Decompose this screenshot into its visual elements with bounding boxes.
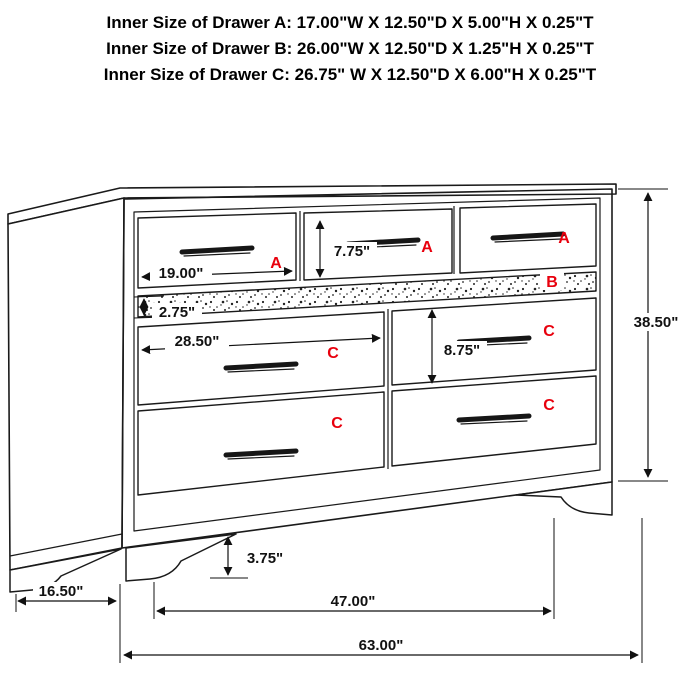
side-base-molding-line bbox=[9, 533, 123, 557]
dim-drawer-b-height: 2.75" bbox=[133, 295, 202, 321]
drawer-b-front bbox=[137, 271, 597, 318]
spec-line-drawer-c: Inner Size of Drawer C: 26.75" W X 12.50… bbox=[103, 65, 597, 84]
dim-leg-height: 3.75" bbox=[210, 536, 290, 579]
drawer-a3-label: A bbox=[558, 230, 570, 247]
drawer-c-bottom-right-label: C bbox=[543, 397, 555, 414]
spec-line-drawer-b: Inner Size of Drawer B: 26.00"W X 12.50"… bbox=[106, 39, 594, 58]
front-left-foot bbox=[125, 533, 237, 582]
drawer-a1-handle bbox=[179, 245, 255, 257]
spec-text-block: Inner Size of Drawer A: 17.00"W X 12.50"… bbox=[0, 10, 700, 88]
dresser-side-panel bbox=[7, 197, 125, 571]
drawer-a3-handle bbox=[490, 231, 566, 243]
drawer-c-bottom-left-handle bbox=[223, 448, 299, 460]
drawer-a2: A bbox=[303, 208, 453, 281]
dim-drawer-a-width: 19.00" bbox=[141, 264, 293, 282]
drawer-a3: A bbox=[459, 203, 597, 274]
dim-side-depth-label: 16.50" bbox=[39, 583, 84, 600]
dim-drawer-c-width-label: 28.50" bbox=[175, 333, 220, 350]
dim-side-depth: 16.50" bbox=[15, 582, 117, 612]
dim-drawer-span-width: 47.00" bbox=[153, 518, 555, 619]
drawer-c-top-right-label: C bbox=[543, 323, 555, 340]
drawer-c-bottom-left-label: C bbox=[331, 415, 343, 432]
dim-drawer-c-width: 28.50" bbox=[141, 332, 381, 355]
dim-drawer-a-height: 7.75" bbox=[315, 220, 377, 278]
drawer-a2-label: A bbox=[421, 239, 433, 256]
front-right-foot bbox=[515, 481, 613, 516]
drawer-c-top-left: C bbox=[137, 311, 385, 406]
dim-drawer-a-height-label: 7.75" bbox=[334, 243, 370, 260]
spec-line-drawer-a: Inner Size of Drawer A: 17.00"W X 12.50"… bbox=[106, 13, 594, 32]
drawer-c-bottom-right: C bbox=[391, 375, 597, 467]
dim-overall-height-label: 38.50" bbox=[634, 314, 679, 331]
drawer-b-label: B bbox=[546, 274, 558, 291]
drawer-b-label-bg bbox=[540, 272, 564, 290]
drawer-c-bottom-left-front bbox=[137, 391, 385, 496]
drawer-c-top-left-label: C bbox=[327, 345, 339, 362]
drawer-b: B bbox=[137, 271, 597, 318]
drawer-c-top-right: C bbox=[391, 297, 597, 386]
dim-overall-width: 63.00" bbox=[119, 518, 643, 663]
dim-drawer-b-height-label: 2.75" bbox=[159, 304, 195, 321]
dim-drawer-span-width-label: 47.00" bbox=[331, 593, 376, 610]
drawer-c-bottom-left: C bbox=[137, 391, 385, 496]
drawer-c-top-left-handle bbox=[223, 361, 299, 373]
drawer-a1-label: A bbox=[270, 255, 282, 272]
dim-drawer-a-width-label: 19.00" bbox=[159, 265, 204, 282]
dim-drawer-c-height-label: 8.75" bbox=[444, 342, 480, 359]
drawer-c-bottom-right-handle bbox=[456, 413, 532, 425]
dim-overall-height: 38.50" bbox=[618, 188, 685, 482]
dim-leg-height-label: 3.75" bbox=[247, 550, 283, 567]
drawer-c-bottom-right-front bbox=[391, 375, 597, 467]
dim-drawer-c-height: 8.75" bbox=[427, 309, 487, 384]
dresser-front-inner-frame bbox=[133, 197, 601, 532]
dim-overall-width-label: 63.00" bbox=[359, 637, 404, 654]
drawer-c-top-left-front bbox=[137, 311, 385, 406]
